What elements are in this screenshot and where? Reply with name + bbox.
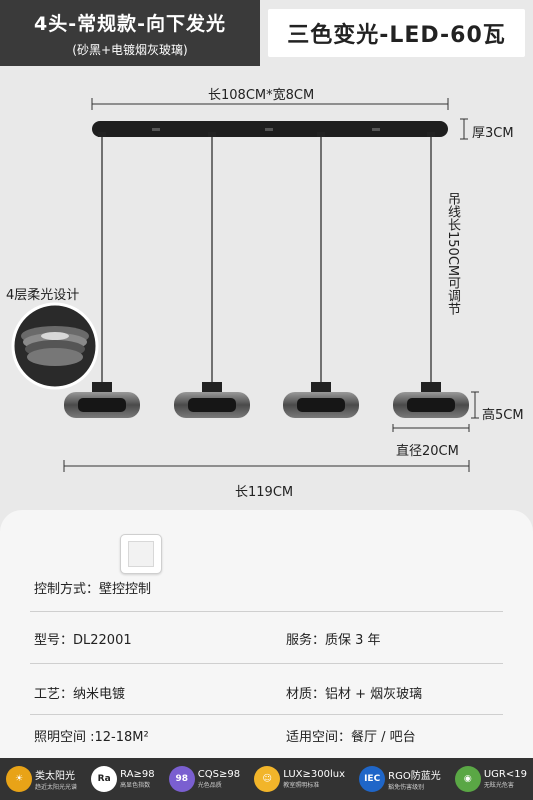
lamp-shade-4 [393,382,469,418]
diameter-label: 直径20CM [396,444,459,459]
feature-subtitle: 高显色指数 [120,782,151,789]
lamp-height-dimension [471,391,479,419]
thickness-label: 厚3CM [472,126,514,141]
eye-icon: ◉ [454,766,481,792]
feature-subtitle: 趋近太阳光光谱 [35,784,78,791]
header-title-block: 4头-常规款-向下发光 (砂黑+电镀烟灰玻璃) [0,0,260,66]
ra-icon: Ra [91,766,118,792]
feature-subtitle: 教室照明标准 [283,782,320,789]
header: 4头-常规款-向下发光 (砂黑+电镀烟灰玻璃) 三色变光-LED-60瓦 [0,0,533,66]
spec-panel [0,510,533,800]
lighting-area: 照明空间 :12-18M² [34,730,149,745]
feature-title: UGR<19 [483,769,527,780]
feature-title: CQS≥98 [197,769,241,780]
applicable-space: 适用空间：餐厅 / 吧台 [286,730,416,745]
total-length-label: 长119CM [235,485,294,500]
lamp-shade-2 [174,382,250,418]
header-spec-block: 三色变光-LED-60瓦 [260,0,533,66]
header-title: 4头-常规款-向下发光 [34,12,226,35]
cqs-icon: 98 [168,766,195,792]
hanging-wires [101,137,432,386]
divider [30,663,503,664]
feature-title: LUX≥300lux [283,769,345,780]
feature-subtitle: 豁免伤害级别 [388,784,425,791]
feature-item: ☺LUX≥300lux 教室照明标准 [254,766,345,792]
product-diagram: 长108CM*宽8CM 厚3CM 吊线长150CM可调节 4层柔光设计 高5CM… [0,66,533,516]
feature-subtitle: 光色品质 [197,782,222,789]
wire-length-label: 吊线长150CM可调节 [445,192,460,316]
feature-subtitle: 无眩光危害 [483,782,514,789]
lux-icon: ☺ [254,766,281,792]
top-width-dimension [91,98,449,110]
control-method: 控制方式：壁控控制 [34,582,152,597]
layer-note-label: 4层柔光设计 [6,288,80,303]
lamp-shade-1 [64,382,140,418]
iec-icon: IEC [359,766,386,792]
craft: 工艺：纳米电镀 [34,687,126,702]
feature-title: RA≥98 [120,769,155,780]
divider [30,714,503,715]
material: 材质：铝材 + 烟灰玻璃 [286,687,423,702]
divider [30,611,503,612]
header-subtitle: (砂黑+电镀烟灰玻璃) [72,42,188,57]
model-number: 型号：DL22001 [34,633,132,648]
feature-item: ☀类太阳光趋近太阳光光谱 [6,766,77,792]
feature-title: RGO防蓝光 [388,771,441,782]
total-length-dimension [63,460,470,472]
lamp-shade-3 [283,382,359,418]
sun-icon: ☀ [6,766,32,792]
layer-detail-zoom [11,302,99,390]
diameter-dimension [392,424,470,432]
feature-item: ◉UGR<19 无眩光危害 [454,766,527,792]
lamp-height-label: 高5CM [482,408,524,423]
service-warranty: 服务：质保 3 年 [286,633,381,648]
thickness-dimension [460,118,468,140]
pendant-lamp-illustration [11,98,479,472]
top-width-label: 长108CM*宽8CM [208,88,315,103]
header-spec: 三色变光-LED-60瓦 [268,9,525,57]
wall-switch-icon [120,534,162,574]
feature-title: 类太阳光 [35,771,75,782]
